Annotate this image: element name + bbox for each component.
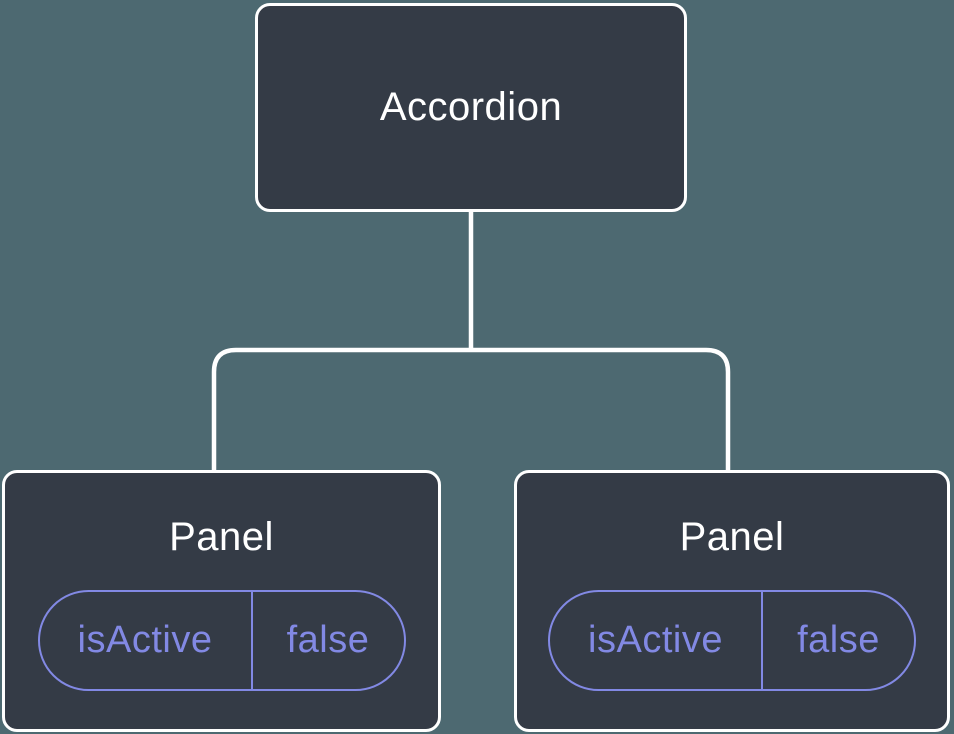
state-pill: isActive false xyxy=(37,590,406,691)
panel-node-right: Panel isActive false xyxy=(514,470,950,732)
state-value: false xyxy=(797,619,880,661)
state-pill: isActive false xyxy=(548,590,916,691)
state-key: isActive xyxy=(40,592,253,689)
panel-node-label: Panel xyxy=(679,515,785,559)
panel-node-label: Panel xyxy=(169,515,274,559)
state-value: false xyxy=(286,619,370,661)
accordion-node-label: Accordion xyxy=(379,85,563,129)
branch-bracket-line xyxy=(211,347,731,470)
state-key: isActive xyxy=(550,592,763,689)
accordion-node: Accordion xyxy=(255,3,687,212)
panel-node-left: Panel isActive false xyxy=(2,470,441,732)
